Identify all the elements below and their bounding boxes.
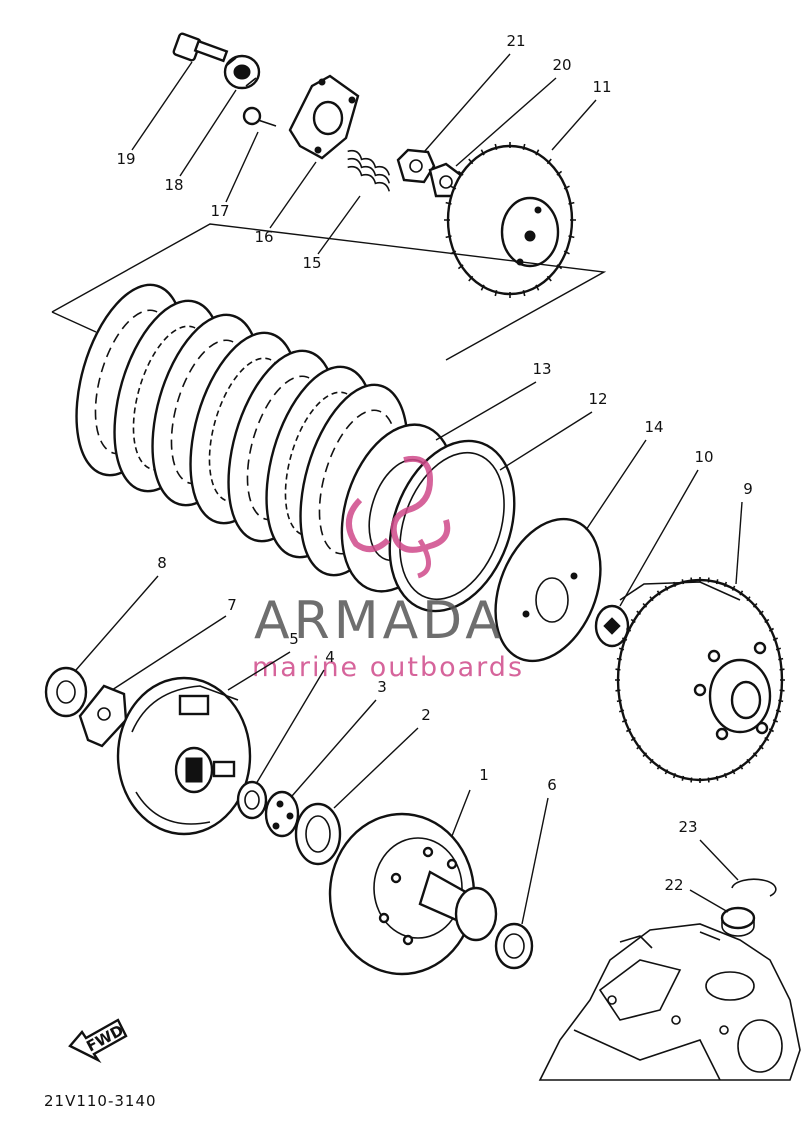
leader-line-10 xyxy=(619,469,699,607)
part-8-washer xyxy=(44,666,88,718)
leader-line-2 xyxy=(333,727,419,809)
part-17-bolt xyxy=(242,106,277,127)
leader-line-4 xyxy=(255,669,325,785)
callout-19: 19 xyxy=(116,150,135,168)
callout-11: 11 xyxy=(592,78,611,96)
leader-line-22 xyxy=(689,889,729,913)
part-14-plate xyxy=(494,517,602,663)
callout-13: 13 xyxy=(532,360,551,378)
part-21-nut xyxy=(396,148,436,184)
leader-line-17 xyxy=(225,131,259,203)
callout-14: 14 xyxy=(644,418,663,436)
callout-7: 7 xyxy=(227,596,237,614)
leader-line-3 xyxy=(291,699,377,797)
part-22-cap xyxy=(720,906,756,937)
callout-15: 15 xyxy=(302,254,321,272)
watermark-tagline: marine outboards xyxy=(252,652,524,683)
callout-21: 21 xyxy=(506,32,525,50)
watermark-seahorse-icon xyxy=(346,456,451,579)
callout-22: 22 xyxy=(664,876,683,894)
watermark-brand: ARMADA xyxy=(254,591,505,651)
leader-line-5 xyxy=(227,651,291,691)
clutch-plate-stack xyxy=(75,283,409,577)
leader-line-1 xyxy=(451,789,471,837)
part-9-clutch-housing xyxy=(615,577,785,783)
leader-line-18 xyxy=(179,89,237,177)
leader-line-12 xyxy=(499,411,593,471)
part-23-circlip xyxy=(731,878,777,897)
leader-line-19 xyxy=(131,61,193,151)
watermark-logo: ARMADA marine outboards xyxy=(252,456,524,683)
leader-line-7 xyxy=(111,615,227,691)
part-3-bearing xyxy=(264,790,300,838)
callout-9: 9 xyxy=(743,480,753,498)
callout-23: 23 xyxy=(678,818,697,836)
part-18-bearing xyxy=(223,54,261,90)
callout-10: 10 xyxy=(694,448,713,466)
callout-18: 18 xyxy=(164,176,183,194)
part-10-washer xyxy=(594,604,630,648)
callout-5: 5 xyxy=(289,630,299,648)
leader-line-6 xyxy=(521,797,549,925)
callout-17: 17 xyxy=(210,202,229,220)
callout-3: 3 xyxy=(377,678,387,696)
leader-line-9 xyxy=(735,501,743,585)
leader-line-13 xyxy=(435,381,537,441)
leader-line-14 xyxy=(585,439,647,531)
diagram-code: 21V110-3140 xyxy=(44,1092,157,1110)
crankcase-outline xyxy=(538,923,801,1081)
part-19-bolt xyxy=(172,32,229,63)
callout-4: 4 xyxy=(325,648,335,666)
part-12-cushion-ring xyxy=(388,439,516,613)
callout-16: 16 xyxy=(254,228,273,246)
leader-line-16 xyxy=(269,161,317,229)
part-15-spring xyxy=(347,149,391,192)
leader-line-11 xyxy=(551,99,597,151)
callout-1: 1 xyxy=(479,766,489,784)
leader-line-21 xyxy=(423,53,511,153)
plates-group-bracket xyxy=(51,223,607,361)
callout-6: 6 xyxy=(547,776,557,794)
part-11-clutch-boss xyxy=(444,142,576,298)
callout-12: 12 xyxy=(588,390,607,408)
part-1-clutch-carrier xyxy=(328,812,498,976)
part-2-one-way-clutch xyxy=(294,802,342,866)
part-6-washer xyxy=(494,922,534,970)
leader-line-15 xyxy=(317,195,361,255)
leader-line-8 xyxy=(75,575,159,671)
callout-8: 8 xyxy=(157,554,167,572)
fwd-arrow-icon: FWD xyxy=(68,1018,128,1064)
leader-line-20 xyxy=(455,77,557,167)
part-16-pressure-plate xyxy=(288,74,360,160)
callout-2: 2 xyxy=(421,706,431,724)
part-4-washer xyxy=(236,780,268,820)
part-5-clutch-shoe-assembly xyxy=(116,676,252,836)
callout-20: 20 xyxy=(552,56,571,74)
leader-line-23 xyxy=(699,839,739,881)
